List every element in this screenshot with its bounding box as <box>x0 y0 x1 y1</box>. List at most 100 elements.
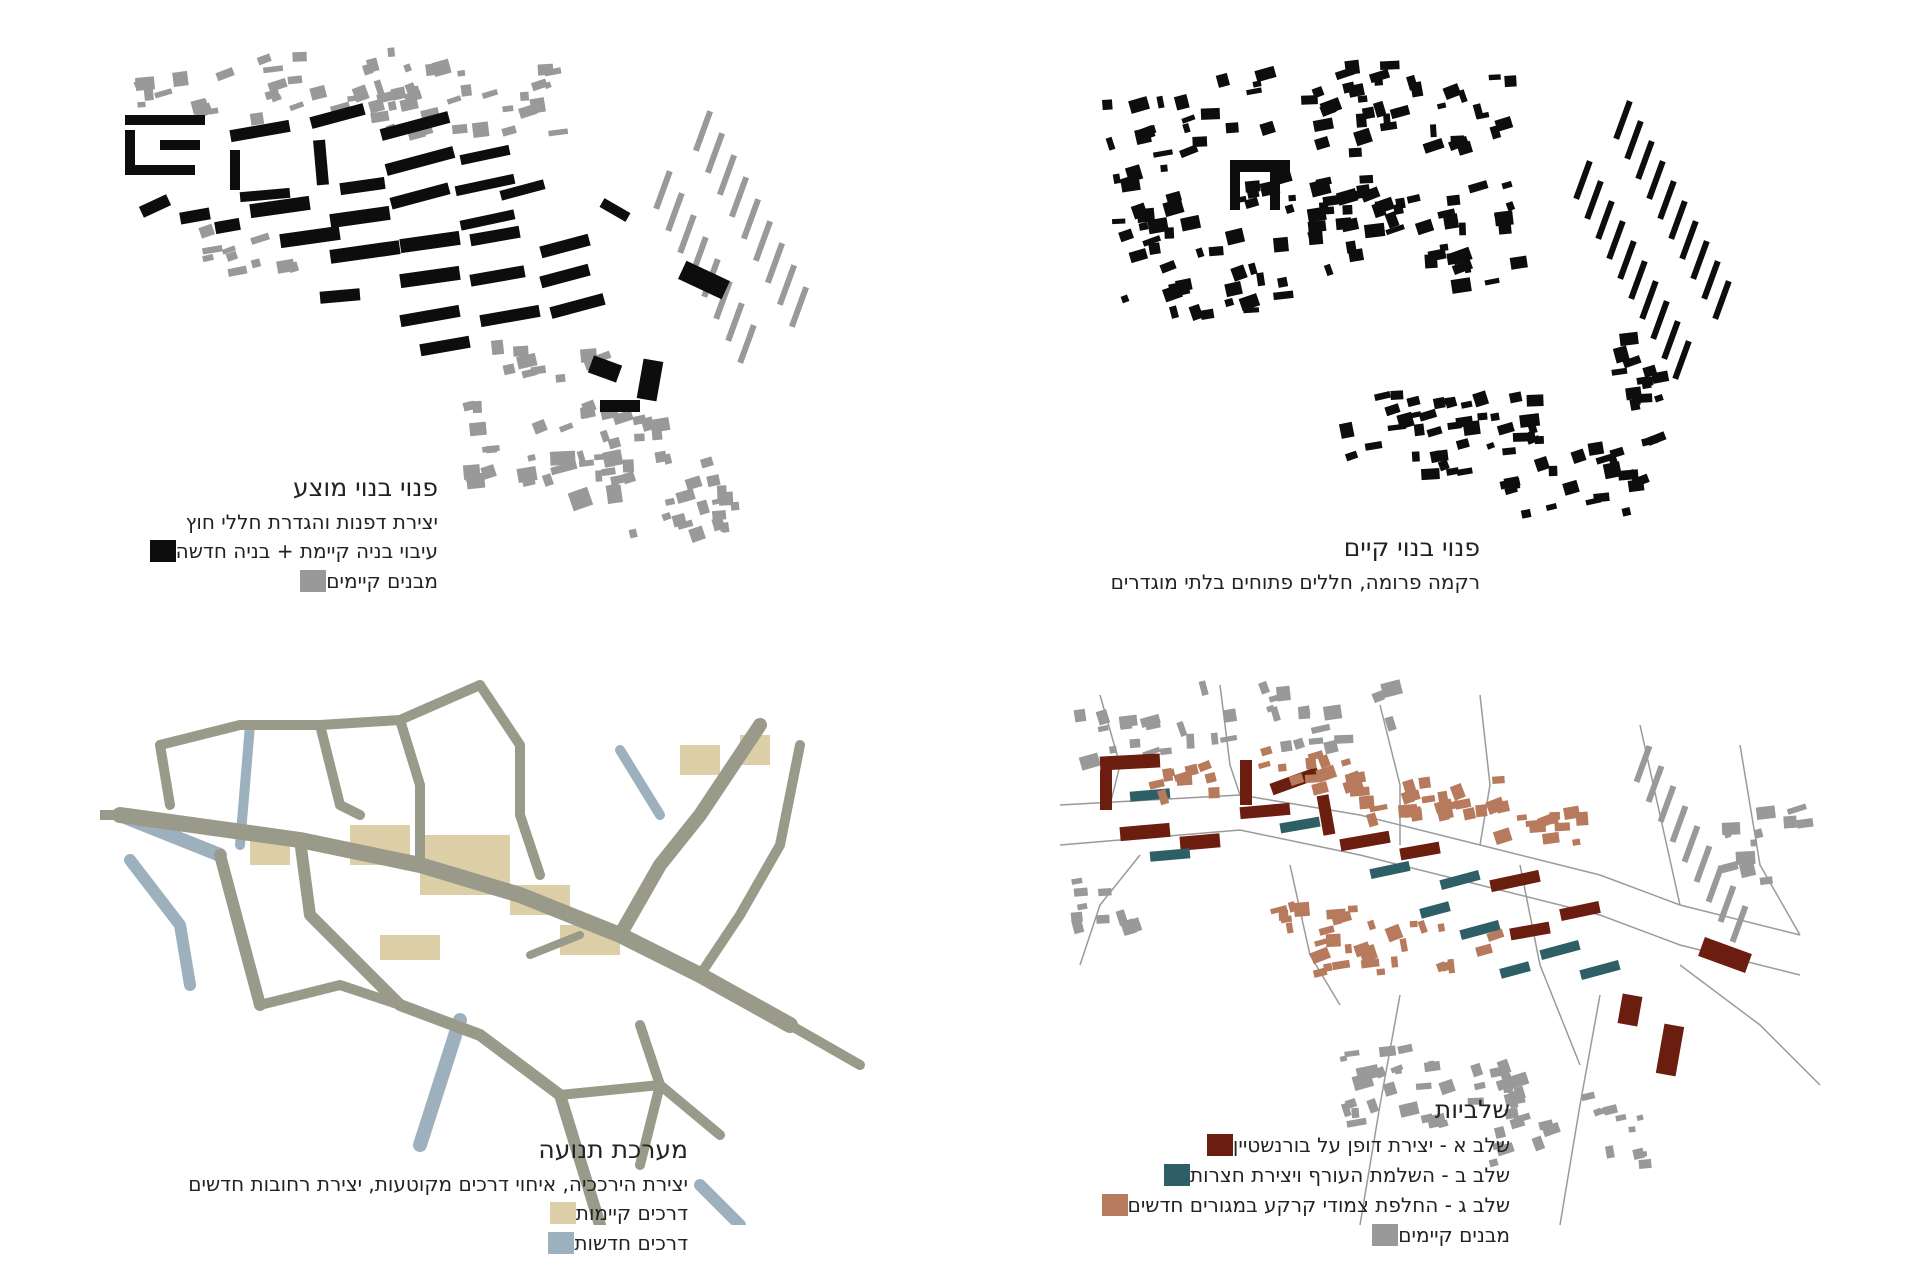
road-segment <box>214 849 266 1011</box>
existing-building-block <box>601 467 616 477</box>
existing-building-block <box>1112 173 1121 185</box>
existing-building-block <box>1445 467 1460 476</box>
existing-building-block <box>1520 508 1532 519</box>
existing-building-block <box>1148 242 1161 255</box>
stage-c-block <box>1399 938 1409 953</box>
proposed-building-block <box>384 146 456 176</box>
existing-building-block <box>1508 391 1523 404</box>
stage-a-block <box>1179 833 1221 851</box>
existing-building-block <box>1501 180 1513 190</box>
existing-building-block <box>502 363 516 376</box>
proposed-building-block <box>249 195 311 219</box>
existing-building-block <box>1429 450 1442 464</box>
existing-building-block <box>1526 435 1541 445</box>
proposed-building-block <box>329 240 401 264</box>
existing-building-block <box>1118 228 1134 243</box>
existing-building-block <box>516 352 538 370</box>
proposed-building-block <box>160 140 200 150</box>
existing-building-block <box>1669 805 1689 843</box>
existing-building-block <box>1735 850 1756 865</box>
map-phasing <box>1059 679 1821 1226</box>
existing-building-block <box>1345 240 1357 254</box>
existing-building-block <box>1277 276 1289 288</box>
existing-building-block <box>1508 1089 1526 1105</box>
existing-building-block <box>1353 127 1373 147</box>
existing-building-block <box>1383 113 1391 127</box>
stage-c-block <box>1403 808 1423 819</box>
existing-building-block <box>1423 1060 1441 1073</box>
existing-building-block <box>1458 222 1467 236</box>
existing-building-block <box>1273 290 1294 301</box>
legend-existing: פנוי בנוי קיים רקמה פרומה, חללים פתוחים … <box>1060 532 1480 596</box>
existing-building-block <box>622 459 635 473</box>
stage-c-block <box>1404 789 1421 803</box>
stage-b-block <box>1539 939 1581 961</box>
existing-building-block <box>1645 376 1654 386</box>
existing-building-block <box>628 528 638 539</box>
existing-building-block <box>1622 355 1642 369</box>
proposed-building-block <box>125 165 195 175</box>
stage-c-block <box>1349 786 1370 797</box>
existing-building-block <box>1314 136 1331 151</box>
existing-building-block <box>480 464 497 480</box>
stage-a-block <box>1119 822 1171 842</box>
panel-phasing <box>1040 665 1870 1275</box>
existing-building-block <box>663 453 673 465</box>
road-segment <box>555 1080 725 1140</box>
existing-building-block <box>1256 272 1266 287</box>
legend-item-new-building: עיבוי בניה קיימת + בניה חדשה <box>108 536 438 566</box>
stage-a-block <box>1239 802 1291 820</box>
existing-building-block <box>704 132 726 174</box>
stage-c-block <box>1293 901 1310 917</box>
existing-building-block <box>292 51 307 62</box>
existing-building-block <box>711 516 726 532</box>
existing-building-block <box>1307 229 1323 245</box>
existing-building-block <box>1097 724 1109 733</box>
existing-building-block <box>431 58 452 78</box>
existing-building-block <box>1115 909 1129 926</box>
existing-building-block <box>1541 1122 1561 1138</box>
existing-building-block <box>521 473 536 487</box>
stage-b-block <box>1149 848 1191 862</box>
existing-building-block <box>1657 180 1677 220</box>
street-outline <box>1059 829 1801 976</box>
existing-building-block <box>1147 217 1169 235</box>
stage-c-block <box>1285 922 1294 934</box>
existing-building-block <box>1690 240 1710 280</box>
panel-existing <box>1060 30 1820 630</box>
existing-building-block <box>1602 461 1622 480</box>
proposed-building-block <box>339 176 386 196</box>
existing-building-block <box>1198 680 1209 696</box>
proposed-title: פנוי בנוי מוצע <box>292 473 438 502</box>
existing-building-block <box>490 339 505 356</box>
existing-building-block <box>692 110 714 152</box>
existing-building-block <box>1134 127 1152 145</box>
stage-c-block <box>1204 771 1217 784</box>
existing-building-block <box>1361 106 1376 120</box>
existing-building-block <box>1415 1082 1432 1091</box>
existing-building-block <box>1450 246 1473 266</box>
existing-building-block <box>1438 1078 1456 1096</box>
stage-c-block <box>1417 919 1428 934</box>
existing-building-block <box>706 474 721 488</box>
street-outline <box>1679 964 1821 1086</box>
existing-building-block <box>716 485 727 500</box>
existing-building-block <box>1638 1158 1652 1170</box>
existing-building-block <box>605 458 615 468</box>
existing-building-block <box>133 78 148 89</box>
existing-building-block <box>1138 222 1149 231</box>
existing-building-block <box>1439 243 1449 252</box>
existing-building-block <box>1372 100 1387 118</box>
road-segment <box>413 1013 467 1152</box>
existing-building-block <box>752 220 774 262</box>
existing-building-block <box>1705 865 1725 903</box>
existing-building-block <box>550 461 578 476</box>
existing-building-block <box>1513 1112 1531 1124</box>
stage-c-block <box>1547 816 1559 825</box>
existing-building-block <box>1244 196 1260 210</box>
proposed-building-block <box>636 358 664 402</box>
existing-building-block <box>530 365 547 375</box>
existing-building-block <box>579 405 596 420</box>
road-segment <box>785 1020 865 1070</box>
street-outline <box>1559 994 1601 1226</box>
